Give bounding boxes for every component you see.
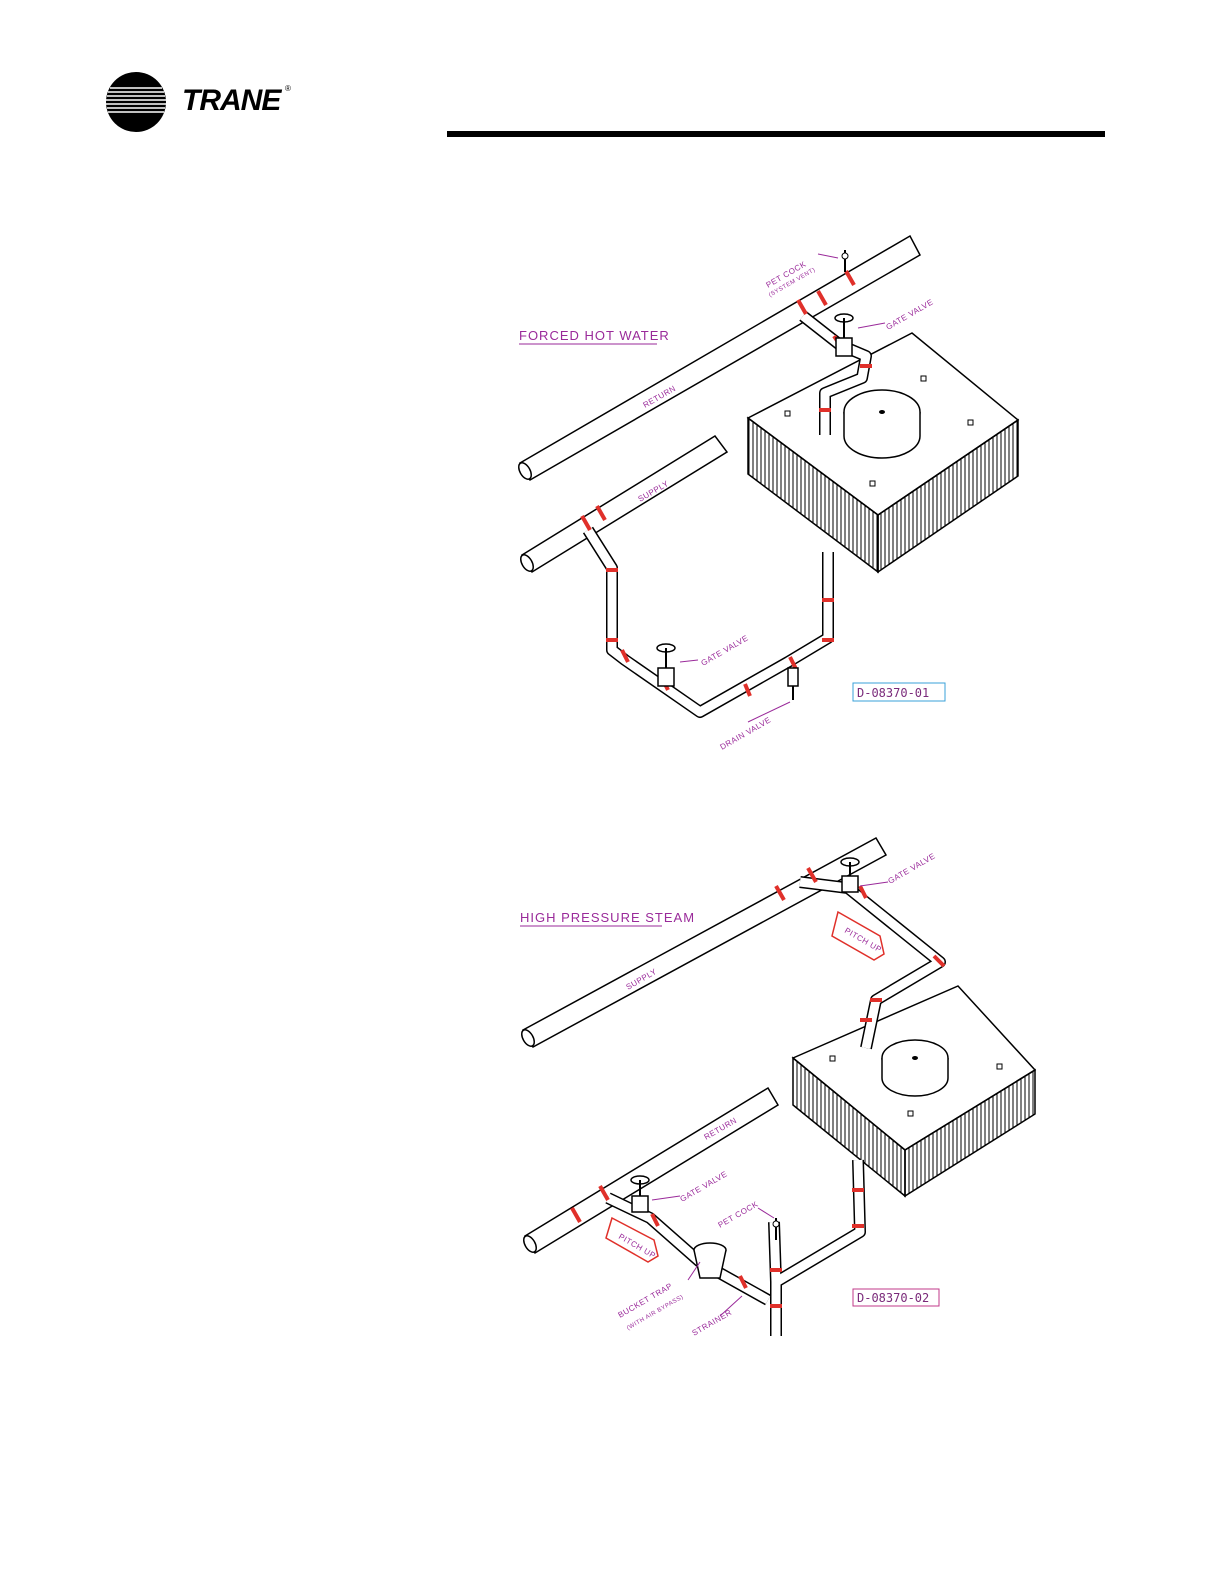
gate-valve-top-1 <box>835 314 853 356</box>
pet-cock-label-2: PET COCK <box>717 1199 760 1229</box>
steam-supply-pipe <box>519 838 886 1048</box>
gate-valve-top-label-2: GATE VALVE <box>887 851 937 885</box>
drain-valve-label: DRAIN VALVE <box>719 715 773 751</box>
air-bypass-label: (WITH AIR BYPASS) <box>626 1294 685 1331</box>
strainer-label: STRAINER <box>691 1308 734 1338</box>
diagram-forced-hot-water: FORCED HOT WATER RETURN SUPPLY <box>516 236 1018 752</box>
steam-return-pipe <box>521 1088 778 1254</box>
gate-valve-top-label-1: GATE VALVE <box>885 297 935 331</box>
unit-heater-2 <box>793 986 1035 1196</box>
pitch-up-label-top: PITCH UP <box>843 926 883 954</box>
pet-cock-1 <box>842 250 848 272</box>
drawing-code-1: D-08370-01 <box>857 686 929 700</box>
diagram1-title: FORCED HOT WATER <box>519 328 670 343</box>
drawing-code-2: D-08370-02 <box>857 1291 929 1305</box>
bucket-trap-label: BUCKET TRAP <box>617 1281 675 1319</box>
gate-valve-bottom-2 <box>631 1176 649 1212</box>
diagram-high-pressure-steam: HIGH PRESSURE STEAM SUPPLY RETURN <box>519 838 1035 1338</box>
gate-valve-bottom-label-1: GATE VALVE <box>700 633 750 667</box>
bucket-trap <box>694 1243 726 1278</box>
diagram2-title: HIGH PRESSURE STEAM <box>520 910 695 925</box>
unit-heater-1 <box>748 333 1018 572</box>
gate-valve-bottom-1 <box>657 644 675 686</box>
drain-valve-1 <box>788 668 798 700</box>
gate-valve-bottom-label-2: GATE VALVE <box>679 1169 729 1203</box>
pitch-up-arrow-top: PITCH UP <box>832 912 884 960</box>
